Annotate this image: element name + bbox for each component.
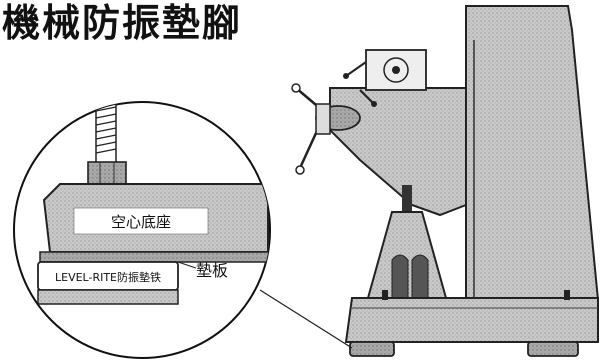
mount-foot <box>527 341 579 357</box>
lever-knob <box>343 73 349 79</box>
lever-knob <box>371 101 377 107</box>
machine <box>291 5 600 357</box>
pad-plate <box>39 251 270 263</box>
bolt-head <box>93 90 119 100</box>
handwheel-knob <box>295 165 305 175</box>
handwheel-knob <box>291 83 301 93</box>
bolt <box>382 290 388 300</box>
head-dial <box>383 57 409 83</box>
mount-label: LEVEL-RITE防振墊铁 <box>55 270 161 284</box>
lever <box>345 61 367 77</box>
detail-callout: 空心底座 墊板 LEVEL-RITE防振墊铁 <box>13 90 271 359</box>
cone-slot <box>391 254 409 299</box>
diagram-title: 機械防振墊腳 <box>2 1 243 45</box>
bolt <box>564 290 570 300</box>
handwheel-hub <box>315 103 331 135</box>
machine-head <box>329 87 467 217</box>
hex-nut <box>87 161 127 185</box>
mount-rubber <box>37 289 179 305</box>
leader-line <box>259 289 353 349</box>
machine-base <box>344 297 599 343</box>
pad-label: 墊板 <box>196 261 228 280</box>
elevation-screw <box>402 185 412 215</box>
machine-column <box>465 5 600 301</box>
cone-slot <box>411 254 429 299</box>
base-label: 空心底座 <box>111 213 171 231</box>
head-dial-hub <box>392 66 400 74</box>
mount-foot <box>349 341 395 357</box>
base-label-box <box>73 207 209 235</box>
lever <box>359 89 375 105</box>
pad-pointer <box>177 261 197 269</box>
